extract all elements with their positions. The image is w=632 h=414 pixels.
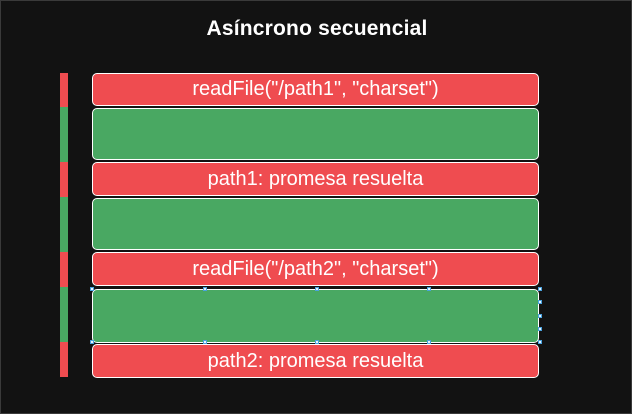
- step-label: path1: promesa resuelta: [207, 167, 424, 190]
- step-wait-3[interactable]: [92, 289, 539, 343]
- step-wait-2: [92, 198, 539, 250]
- selection-handle[interactable]: [427, 287, 431, 291]
- selection-handle[interactable]: [538, 340, 542, 344]
- timeline-bar-1: [60, 73, 68, 107]
- timeline-bar-6: [60, 287, 68, 342]
- selection-handle[interactable]: [538, 327, 542, 331]
- selection-handle[interactable]: [538, 314, 542, 318]
- selection-handle[interactable]: [90, 340, 94, 344]
- timeline-bar-4: [60, 197, 68, 252]
- step-label: readFile("/path1", "charset"): [192, 78, 439, 100]
- step-read-path2: readFile("/path2", "charset"): [92, 252, 539, 286]
- selection-handle[interactable]: [315, 287, 319, 291]
- step-label: readFile("/path2", "charset"): [192, 257, 439, 280]
- selection-handle[interactable]: [427, 340, 431, 344]
- selection-handle[interactable]: [538, 300, 542, 304]
- timeline-bar-5: [60, 252, 68, 287]
- timeline-bar-2: [60, 107, 68, 162]
- timeline-bar-7: [60, 342, 68, 377]
- step-wait-1: [92, 108, 539, 160]
- step-read-path1: readFile("/path1", "charset"): [92, 73, 539, 106]
- selection-handle[interactable]: [203, 287, 207, 291]
- step-label: path2: promesa resuelta: [207, 349, 424, 372]
- selection-handle[interactable]: [538, 287, 542, 291]
- timeline-bar-3: [60, 162, 68, 197]
- diagram-title: Asíncrono secuencial: [206, 17, 428, 40]
- selection-handle[interactable]: [90, 287, 94, 291]
- step-resolved-path2: path2: promesa resuelta: [92, 344, 539, 378]
- selection-handle[interactable]: [315, 340, 319, 344]
- step-resolved-path1: path1: promesa resuelta: [92, 162, 539, 196]
- selection-handle[interactable]: [203, 340, 207, 344]
